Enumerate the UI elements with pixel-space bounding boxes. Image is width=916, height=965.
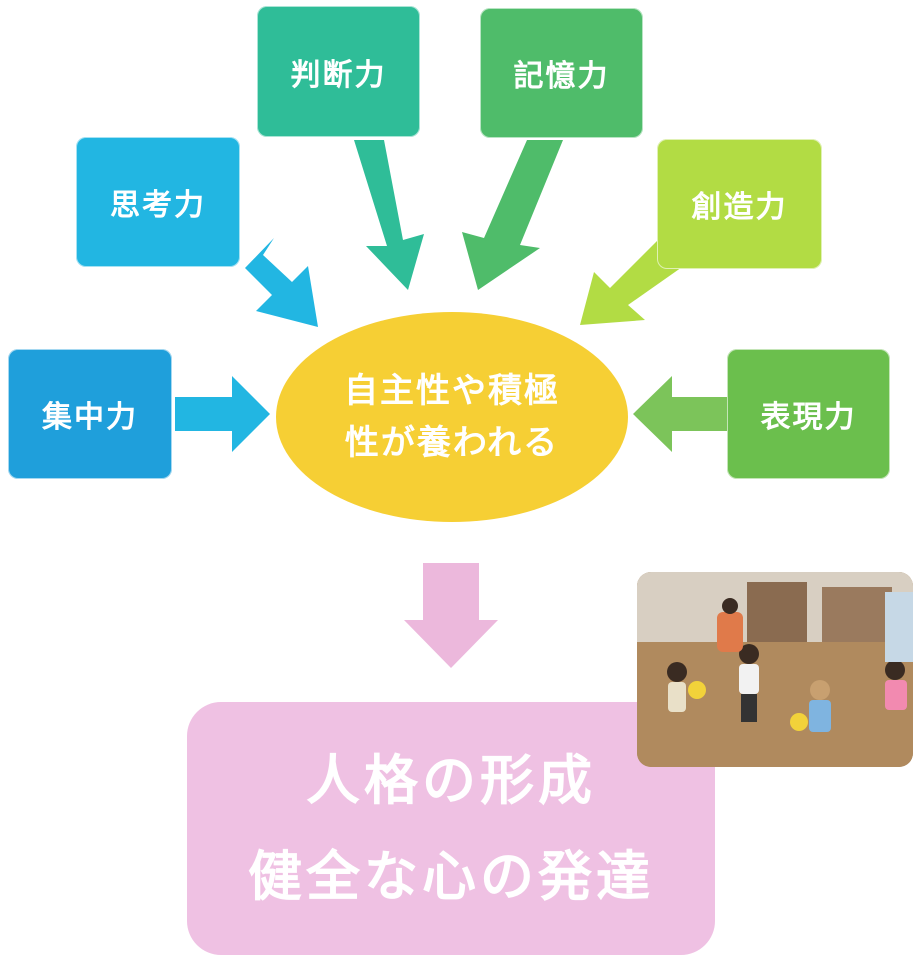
label-shuuchuuryoku: 集中力 bbox=[42, 400, 138, 435]
arrow-shuuchuuryoku bbox=[175, 376, 270, 452]
label-kiokuryoku: 記憶力 bbox=[513, 59, 610, 94]
label-shikouryoku: 思考力 bbox=[110, 188, 206, 223]
box-hyougenryoku: 表現力 bbox=[727, 349, 890, 479]
label-souzouryoku: 創造力 bbox=[691, 190, 788, 225]
box-souzouryoku: 創造力 bbox=[657, 139, 822, 269]
arrow-down bbox=[404, 563, 498, 668]
box-shuuchuuryoku: 集中力 bbox=[8, 349, 172, 479]
result-box: 人格の形成 健全な心の発達 bbox=[187, 702, 715, 955]
center-line-1: 自主性や積極 bbox=[344, 371, 560, 411]
children-playing-photo bbox=[637, 572, 913, 767]
arrow-hyougenryoku bbox=[633, 376, 727, 452]
center-line-2: 性が養われる bbox=[344, 423, 560, 463]
box-kiokuryoku: 記憶力 bbox=[480, 8, 643, 138]
box-handanryoku: 判断力 bbox=[257, 6, 420, 137]
box-shikouryoku: 思考力 bbox=[76, 137, 240, 267]
arrow-handanryoku bbox=[339, 140, 424, 290]
arrow-shikouryoku bbox=[245, 238, 318, 327]
label-handanryoku: 判断力 bbox=[290, 57, 387, 93]
arrow-kiokuryoku bbox=[462, 140, 563, 290]
result-line-2: 健全な心の発達 bbox=[248, 844, 654, 908]
result-line-1: 人格の形成 bbox=[306, 748, 596, 812]
label-hyougenryoku: 表現力 bbox=[760, 400, 857, 435]
center-ellipse: 自主性や積極 性が養われる bbox=[276, 312, 628, 522]
photo-illustration bbox=[637, 572, 913, 767]
